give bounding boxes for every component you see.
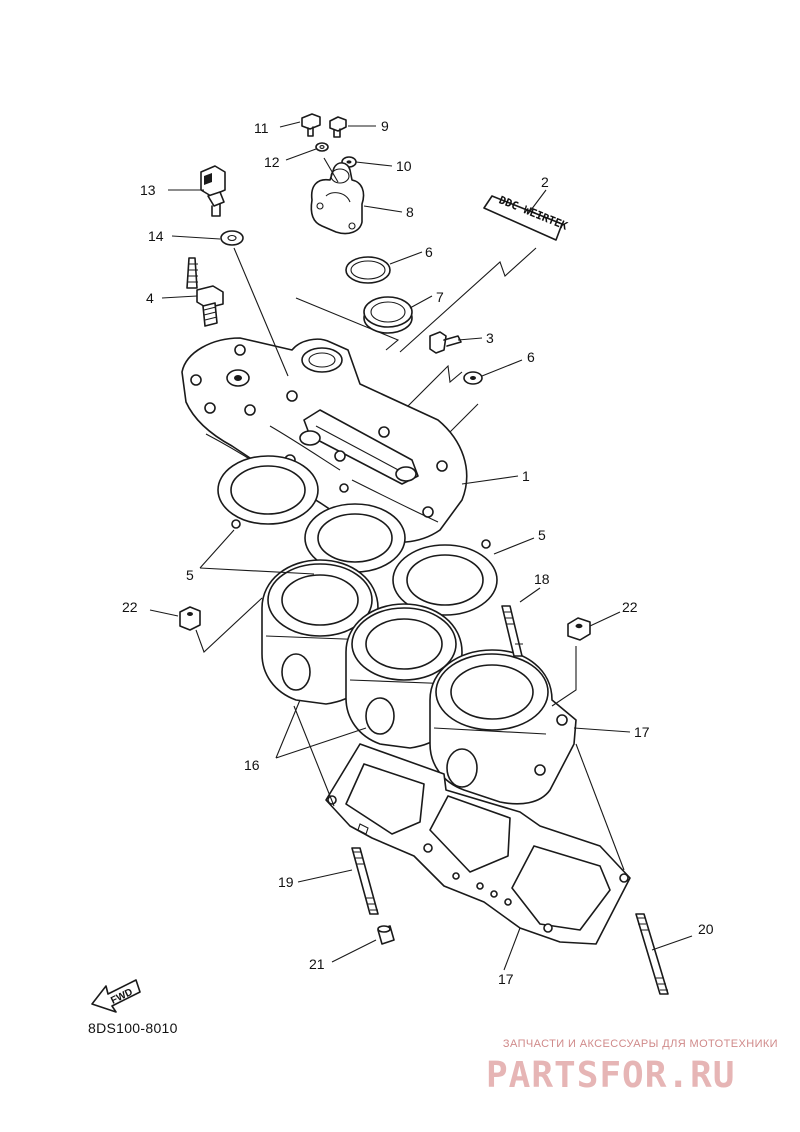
callout-5-right: 5	[538, 527, 546, 543]
callout-1: 1	[522, 468, 530, 484]
watermark-logo: PARTSFOR.RU	[486, 1055, 736, 1096]
stud-18	[501, 605, 523, 657]
callout-3: 3	[486, 330, 494, 346]
callout-5-left: 5	[186, 567, 194, 583]
base-gasket-17	[325, 743, 631, 945]
watermark-caption: ЗАПЧАСТИ И АКСЕССУАРЫ ДЛЯ МОТОТЕХНИКИ	[502, 1038, 778, 1050]
callout-17-bottom: 17	[498, 971, 514, 987]
callout-22-right: 22	[622, 599, 638, 615]
callout-4: 4	[146, 290, 154, 306]
stud-20	[635, 913, 669, 995]
callout-9: 8	[406, 204, 414, 220]
cylinder-16-b	[345, 603, 463, 749]
washer-15	[220, 230, 244, 246]
nut-22-left	[179, 606, 201, 631]
stud-19	[351, 847, 379, 915]
nut-22-right	[567, 617, 591, 641]
callout-11: 10	[396, 158, 412, 174]
callout-18: 18	[534, 571, 550, 587]
callout-15: 14	[148, 228, 164, 244]
bolt-10	[329, 116, 347, 138]
thermostat-cover-9	[310, 162, 365, 235]
callout-20: 20	[698, 921, 714, 937]
callout-22-left: 22	[122, 599, 138, 615]
temp-sensor-14	[200, 165, 226, 217]
callout-14: 13	[140, 182, 156, 198]
callout-12: 11	[254, 120, 269, 136]
fwd-arrow-icon: FWD	[91, 979, 141, 1013]
diagram-code: 8DS100-8010	[88, 1020, 178, 1036]
fitting-3	[429, 331, 462, 354]
nut-6	[463, 371, 483, 385]
callout-labels: 11 9 12 10 8 13 14 4 2 6 7 3 6 1 5 5 18 …	[122, 118, 714, 987]
cylinder-16-c	[429, 649, 577, 805]
callout-6: 6	[527, 349, 535, 365]
cylinder-head-1	[181, 337, 468, 544]
callout-21: 21	[309, 956, 325, 972]
dowel-21	[377, 925, 395, 945]
callout-7: 6	[425, 244, 433, 260]
callout-10: 9	[381, 118, 389, 134]
leader-lines	[149, 121, 693, 971]
decal-2: DDC WEIRTEK	[483, 193, 570, 241]
callout-8: 7	[436, 289, 444, 305]
callout-16: 16	[244, 757, 260, 773]
callout-19: 19	[278, 874, 294, 890]
seal-8	[363, 296, 413, 334]
spark-plug-4	[186, 257, 224, 327]
fwd-label: FWD	[109, 987, 134, 1007]
callout-2: 2	[541, 174, 549, 190]
bolt-12	[301, 113, 321, 137]
head-gaskets-5	[217, 455, 498, 627]
callout-13: 12	[264, 154, 280, 170]
callout-17-right: 17	[634, 724, 650, 740]
o-ring-7	[345, 256, 391, 284]
washer-13	[315, 142, 329, 152]
